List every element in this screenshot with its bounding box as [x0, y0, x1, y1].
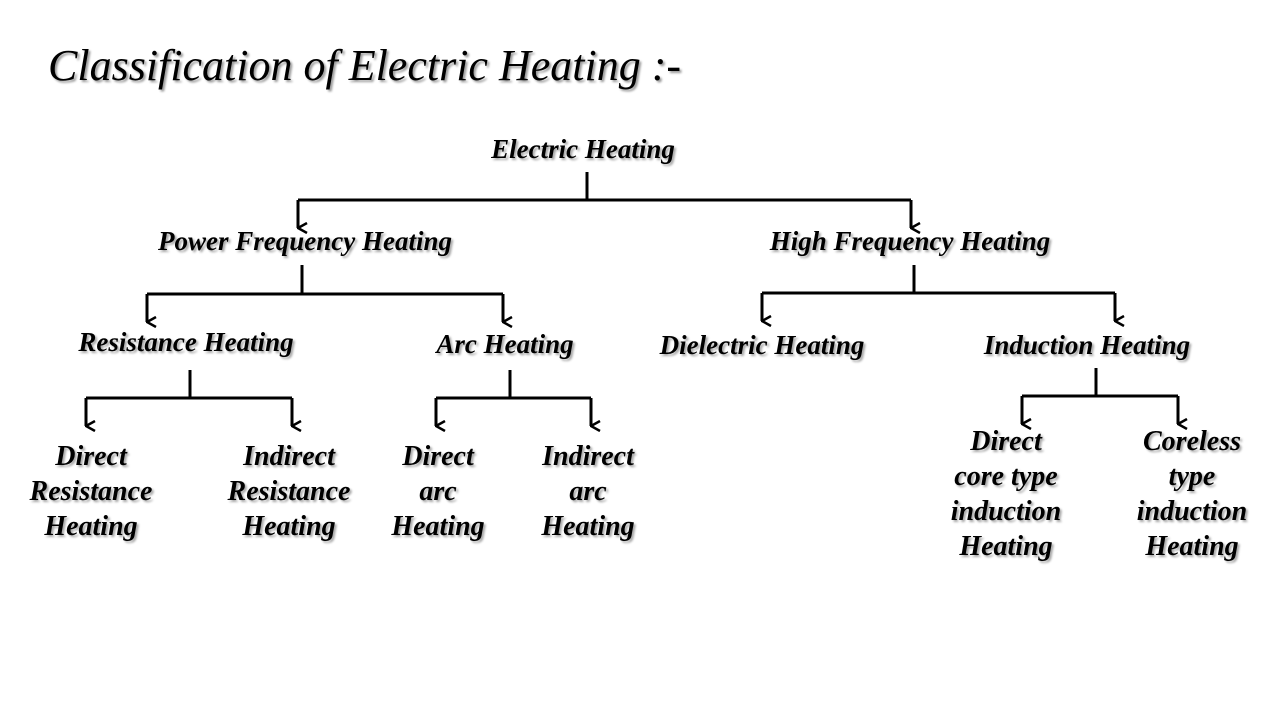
node-induction-heating: Induction Heating	[983, 330, 1191, 360]
node-high-frequency-heating: High Frequency Heating	[769, 226, 1051, 256]
node-coreless-type-induction-heating: Coreless type induction Heating	[1136, 426, 1248, 562]
node-arc-heating: Arc Heating	[436, 329, 574, 359]
node-direct-core-type-induction-heating: Direct core type induction Heating	[950, 426, 1062, 562]
node-direct-arc-heating: Direct arc Heating	[391, 441, 485, 542]
node-resistance-heating: Resistance Heating	[78, 327, 294, 357]
node-direct-resistance-heating: Direct Resistance Heating	[29, 441, 153, 542]
page-title: Classification of Electric Heating :-	[48, 41, 682, 90]
node-electric-heating: Electric Heating	[491, 134, 675, 164]
node-indirect-resistance-heating: Indirect Resistance Heating	[227, 441, 351, 542]
node-power-frequency-heating: Power Frequency Heating	[158, 226, 452, 256]
node-indirect-arc-heating: Indirect arc Heating	[541, 441, 635, 542]
node-dielectric-heating: Dielectric Heating	[659, 330, 865, 360]
